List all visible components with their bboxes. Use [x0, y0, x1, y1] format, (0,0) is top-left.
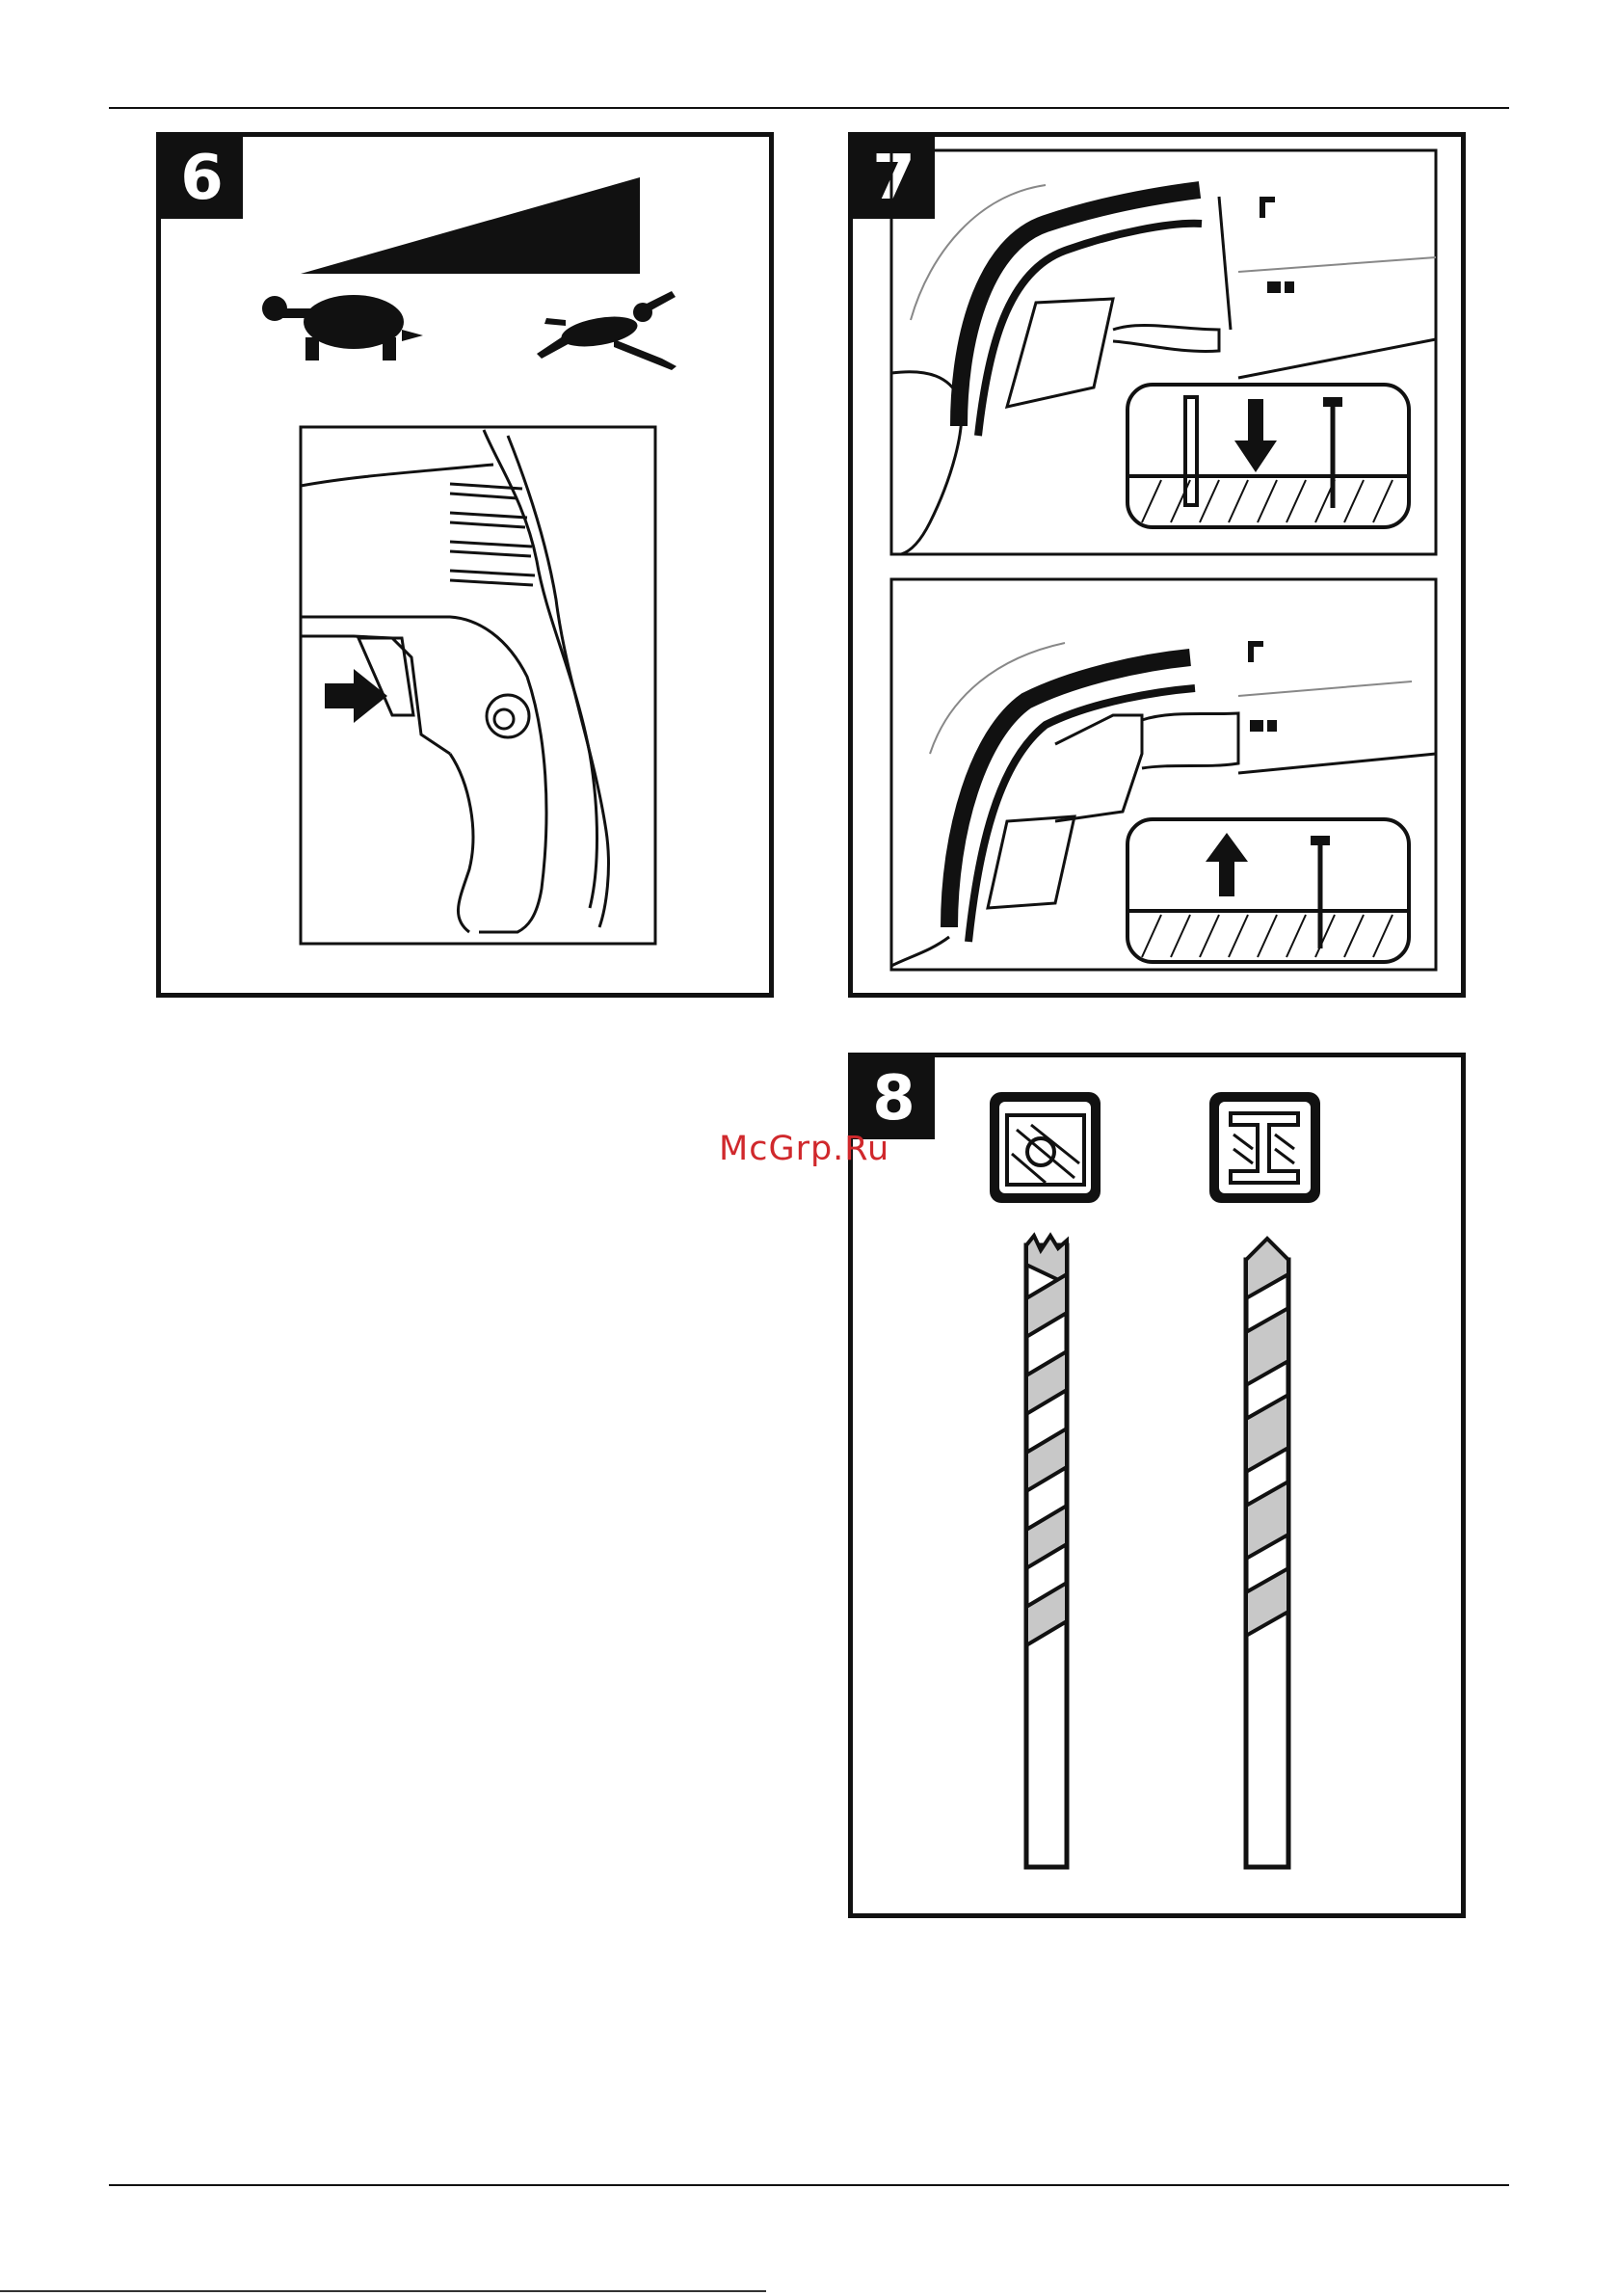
footnote-line: [0, 2290, 766, 2292]
arrow-down-icon: [1234, 399, 1277, 472]
figure-7-illustration: [853, 137, 1461, 993]
turtle-icon: [262, 295, 423, 360]
figure-8-illustration: [853, 1057, 1461, 1913]
depth-mark-icon-2: [1248, 641, 1277, 732]
figure-6-illustration: [161, 137, 769, 993]
depth-stop-down-view: [891, 150, 1436, 554]
drill-up-inset: [1127, 819, 1409, 962]
masonry-material-icon: [990, 1092, 1101, 1203]
figure-7-panel: 7: [848, 132, 1466, 998]
trigger-arrow-icon: [325, 669, 387, 723]
arrow-up-icon: [1206, 833, 1248, 896]
hare-icon: [537, 291, 676, 370]
metal-drill-bit: [1246, 1239, 1288, 1867]
bottom-rule: [109, 2184, 1509, 2186]
watermark: McGrp.Ru: [719, 1130, 889, 1168]
figure-6-panel: 6: [156, 132, 774, 998]
drill-down-inset: [1127, 385, 1409, 527]
speed-ramp-icon: [301, 177, 640, 274]
depth-mark-icon: [1260, 197, 1294, 293]
metal-material-icon: [1209, 1092, 1320, 1203]
figure-8-panel: 8: [848, 1053, 1466, 1918]
masonry-drill-bit: [1026, 1236, 1067, 1867]
top-rule: [109, 107, 1509, 109]
